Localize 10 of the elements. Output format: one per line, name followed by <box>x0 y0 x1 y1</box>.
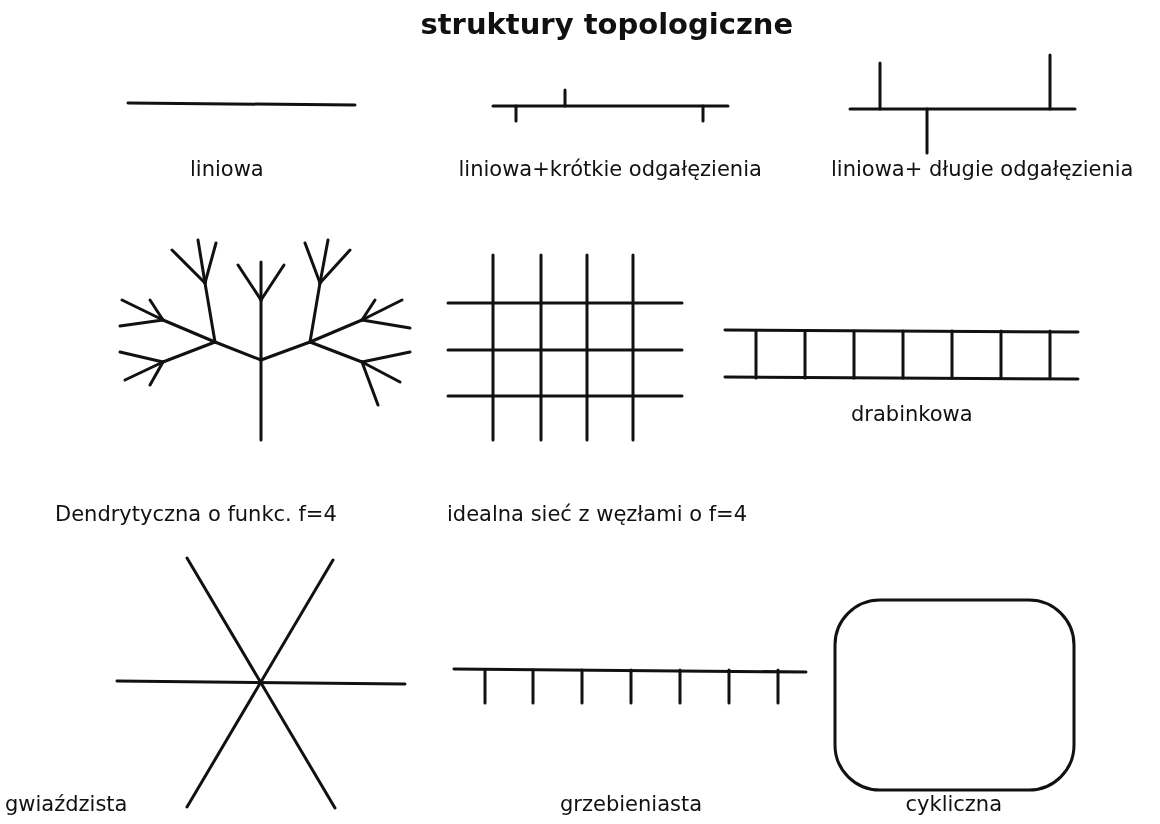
structure-label: liniowa <box>190 156 264 182</box>
structure-label: idealna sieć z węzłami o f=4 <box>447 501 748 527</box>
diagram-title: struktury topologiczne <box>420 7 794 41</box>
structure-label: gwiaździsta <box>5 791 128 817</box>
structure-label: Dendrytyczna o funkc. f=4 <box>55 501 337 527</box>
structure-label: liniowa+ długie odgałęzienia <box>831 156 1134 182</box>
structure-label: drabinkowa <box>851 401 973 427</box>
structure-label: liniowa+krótkie odgałęzienia <box>458 156 762 182</box>
structure-label: grzebieniasta <box>560 791 703 817</box>
structure-label: cykliczna <box>905 791 1003 817</box>
